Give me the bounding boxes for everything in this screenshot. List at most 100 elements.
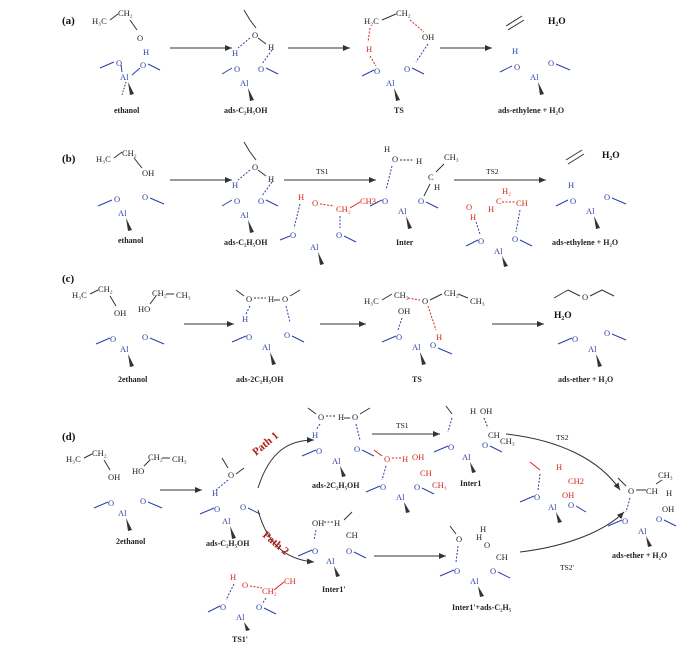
panel-c-water: H₂O — [554, 311, 572, 321]
atom-o-2: O — [352, 412, 358, 422]
atom-al: Al — [530, 72, 539, 82]
panel-c-letter: (c) — [62, 273, 75, 285]
panel-d-inter1-structure: H OH CH CH₃ O Al O — [433, 405, 515, 473]
atom-h-blue: H — [312, 430, 318, 440]
atom-h-blue: H — [232, 48, 238, 58]
atom-h: H — [338, 412, 344, 422]
atom-ho: HO — [138, 304, 150, 314]
atom-o-right: O — [404, 64, 410, 74]
atom-al: Al — [262, 342, 271, 352]
panel-d-inter1pp-structure: O H H O CH O Al O — [439, 524, 511, 597]
atom-ch: CH — [496, 552, 508, 562]
atom-o-right: O — [512, 234, 518, 244]
atom-o-right: O — [418, 196, 424, 206]
atom-o-left: O — [234, 196, 240, 206]
atom-h: H — [512, 46, 518, 56]
atom-ch2-2: CH₂ — [148, 452, 163, 462]
panel-d-ethanol-structure: H₃C CH₂ OH HO CH₂ CH₃ O Al O — [66, 448, 187, 531]
atom-h: H — [384, 144, 390, 154]
atom-ch2: CH₂ — [98, 284, 113, 294]
atom-o-right: O — [568, 500, 574, 510]
atom-o-red: O — [466, 202, 472, 212]
atom-ch2-2: CH₂ — [444, 288, 459, 298]
atom-ch: CH — [646, 486, 658, 496]
atom-al: Al — [332, 456, 341, 466]
atom-o-ether: O — [628, 486, 634, 496]
atom-o-left: O — [382, 196, 388, 206]
path2-arrow — [257, 509, 315, 565]
atom-o-red: O — [384, 454, 390, 464]
panel-d-label-ts1p: TS1' — [232, 635, 248, 644]
atom-oh-red: OH — [562, 490, 574, 500]
atom-ch2-red: CH₂ — [262, 586, 277, 596]
atom-o-right: O — [656, 514, 662, 524]
atom-oh: OH — [398, 306, 410, 316]
atom-o-left: O — [110, 334, 116, 344]
atom-h-red: H — [230, 572, 236, 582]
atom-o-right: O — [604, 192, 610, 202]
panel-a-ts-structure: H₂C CH₂ OH H O Al O — [361, 8, 434, 101]
atom-o-2: O — [282, 294, 288, 304]
panel-a-letter: (a) — [62, 15, 75, 27]
atom-o-left: O — [380, 482, 386, 492]
panel-d-ts1p-structure: H O CH₂ CH O Al O — [207, 572, 296, 631]
panel-a-label-ethanol: ethanol — [114, 106, 140, 115]
path1-arrow — [257, 437, 315, 489]
atom-o-right: O — [430, 340, 436, 350]
atom-o-left: O — [514, 62, 520, 72]
atom-oh: OH — [108, 472, 120, 482]
atom-h3c: H₃C — [72, 290, 87, 300]
atom-o-left: O — [622, 516, 628, 526]
atom-o-right: O — [336, 230, 342, 240]
panel-d-step-ts2: TS2 — [556, 433, 569, 442]
atom-h-blue: H — [212, 488, 218, 498]
atom-ch3: CH₃ — [444, 152, 459, 162]
atom-al: Al — [118, 508, 127, 518]
panel-a-ethanol-structure: H₃C CH₂ O H O Al O — [92, 8, 161, 96]
atom-oh: OH — [422, 32, 434, 42]
atom-ch3: CH₃ — [176, 290, 191, 300]
panel-b-ts2-structure: H₂ C CH O H H O Al O — [465, 186, 533, 267]
atom-o-right: O — [548, 58, 554, 68]
panel-d-label-ads: ads-C₂H₅OH — [206, 539, 250, 548]
atom-h-blue: H — [232, 180, 238, 190]
atom-al: Al — [548, 502, 557, 512]
panel-c-ethanol-structure: H₃C CH₂ OH HO CH₂ CH₃ O Al O — [72, 284, 191, 367]
panel-c-label-product: ads-ether + H₂O — [558, 375, 613, 384]
panel-d-ts2-structure: H CH2 OH O Al O — [519, 461, 587, 523]
atom-o-right: O — [346, 546, 352, 556]
panel-d-step-ts1: TS1 — [396, 421, 409, 430]
atom-o: O — [318, 412, 324, 422]
atom-ch2-red: CH2 — [568, 476, 584, 486]
atom-h: H — [666, 488, 672, 498]
atom-h-blue: H — [242, 314, 248, 324]
atom-o-right: O — [140, 496, 146, 506]
panel-a-label-ts: TS — [394, 106, 404, 115]
atom-o-right: O — [604, 328, 610, 338]
atom-o-right: O — [490, 566, 496, 576]
atom-oh-red: OH — [412, 452, 424, 462]
atom-o-left: O — [572, 334, 578, 344]
panel-c-label-ts: TS — [412, 375, 422, 384]
atom-h2: H — [416, 156, 422, 166]
atom-h: H — [268, 174, 274, 184]
atom-o-right: O — [142, 192, 148, 202]
atom-oh: OH — [312, 518, 324, 528]
panel-d-ts1-structure: O H OH CH CH₃ O Al O — [365, 449, 447, 513]
panel-b-ts1-structure: H O CH₂ CH3 O Al O — [279, 192, 376, 265]
panel-d-label-inter1pp: Inter1'+ads-C₂H₅ — [452, 603, 512, 612]
panel-c-label-ethanol: 2ethanol — [118, 375, 148, 384]
atom-h: H — [268, 294, 274, 304]
panel-d-letter: (d) — [62, 431, 76, 443]
panel-a-label-ads: ads-C₂H₅OH — [224, 106, 268, 115]
panel-a-ads-structure: O H H O Al O — [221, 9, 279, 101]
atom-h-red: H — [366, 44, 372, 54]
atom-o: O — [252, 162, 258, 172]
panel-d-label-inter1p: Inter1' — [322, 585, 346, 594]
panel-d-final-structure: CH₃ O CH H OH O Al O — [607, 470, 677, 547]
panel-d-label-product: ads-ether + H₂O — [612, 551, 667, 560]
atom-ch3: CH₃ — [470, 296, 485, 306]
atom-oh: OH — [114, 308, 126, 318]
atom-o-left: O — [570, 196, 576, 206]
